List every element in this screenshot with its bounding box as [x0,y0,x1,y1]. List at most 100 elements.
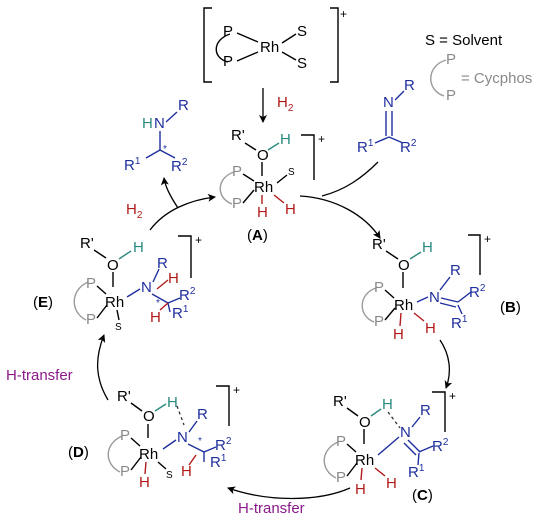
rhodium-atom: Rh [139,446,158,463]
charge-label: + [449,389,456,403]
hydrogen-bond [176,405,185,426]
phosphorus-atom: P [232,195,242,212]
oxygen-atom: O [143,408,155,425]
h2-reagent: H2 [277,94,294,114]
solvent-label: S [297,23,307,40]
step-arrow-c-to-d [227,486,351,500]
proton-h: H [167,394,178,411]
phosphorus-atom: P [374,313,384,330]
r2-group: R2 [215,436,232,454]
step-arrow-d-to-e [96,334,109,401]
phosphorus-atom: P [120,427,130,444]
cycphos-arc [107,435,123,473]
label-E: (E) [33,294,53,311]
imine-substrate: N R R1 R2 [357,77,417,156]
stereocenter: * [198,436,202,447]
r2-group: R2 [469,283,486,301]
r-group: R [197,406,208,423]
transferred-h: H [181,463,192,480]
r-prime-group: R' [117,388,131,405]
r1-group: R1 [124,156,141,174]
solvent-label: S [115,322,122,333]
product-branch-curve [160,177,179,209]
charge-label: + [233,383,240,397]
oxygen-atom: O [257,147,269,164]
r2-group: R2 [400,138,417,156]
charge-label: + [195,233,202,247]
stereocenter: * [163,144,167,155]
h-transfer-label-bottom: H-transfer [238,500,305,516]
bracket-left [203,7,212,83]
nitrogen-atom: N [141,279,152,296]
r-prime-group: R' [231,127,245,144]
product-release-arrow [149,193,216,231]
legend-solvent: S = Solvent [425,32,503,49]
legend: S = Solvent P P = Cycphos [425,32,532,104]
cycphos-arc [219,171,235,205]
hydride-h: H [393,326,404,343]
h2-reagent-left: H2 [126,201,143,221]
bracket [468,234,481,275]
hydride-h: H [425,320,436,337]
hydride-h: H [257,204,268,221]
stereocenter: * [156,298,160,309]
legend-cycphos-arc [430,59,447,97]
r2-group: R2 [432,437,449,455]
r-group: R [404,77,415,94]
proton-h: H [280,131,291,148]
step-arrow-b-to-c [439,339,453,389]
nitrogen-atom: N [383,94,394,111]
phosphorus-atom: P [374,279,384,296]
nitrogen-atom: N [154,115,165,132]
r-prime-group: R' [80,235,94,252]
legend-cycphos-p: P [446,87,456,104]
intermediate-E: R' O H + P P Rh S N R H * H R2 R1 (E) [33,233,202,333]
amine-product: H N R * R1 R2 [124,97,189,175]
bracket [178,235,192,278]
intermediate-C: R' O H + P P Rh N R R2 R1 H H (C) [323,389,456,504]
solvent-label: S [297,55,307,72]
hydrogen-bond [387,411,401,429]
r-group: R [420,402,431,419]
oxygen-atom: O [107,257,119,274]
intermediate-A: R' O H + Rh S P P H H (A) [219,127,325,244]
solvent-label: S [166,470,173,481]
r1-group: R1 [357,138,374,156]
bracket-right [330,7,339,83]
intermediate-D: R' O H + P P Rh S N R * R2 R1 H H (D) [68,383,240,491]
intermediate-B: R' O H + P P Rh N R R2 R1 H H (B) [361,232,521,343]
h-transfer-label-left: H-transfer [6,367,73,384]
rhodium-atom: Rh [260,39,279,56]
proton-h: H [422,239,433,256]
precatalyst-complex: + P P Rh S S [203,7,347,83]
proton-h: H [133,239,144,256]
bracket [432,391,446,432]
bracket [216,385,230,426]
charge-label: + [484,232,491,246]
phosphorus-atom: P [120,463,130,480]
nitrogen-atom: N [400,424,411,441]
hydride-h: H [150,309,161,326]
solvent-label: S [288,167,295,178]
label-D: (D) [68,444,89,461]
r-prime-group: R' [333,393,347,410]
r2-group: R2 [179,286,196,304]
hydride-h: H [168,270,179,287]
r2-group: R2 [171,157,188,175]
cycphos-arc [361,287,377,323]
phosphorus-atom: P [223,23,233,40]
r-group: R [157,255,168,272]
rhodium-atom: Rh [254,179,273,196]
legend-cycphos: = Cycphos [461,70,532,87]
r1-group: R1 [451,314,468,332]
nitrogen-atom: N [177,429,188,446]
proton-h: H [382,396,393,413]
hydride-h: H [139,474,150,491]
phosphorus-atom: P [336,469,346,486]
oxygen-atom: O [398,257,410,274]
cycphos-arc [73,281,89,321]
hydride-h: H [386,475,397,492]
amine-h: H [142,115,153,132]
phosphorus-atom: P [223,53,233,70]
